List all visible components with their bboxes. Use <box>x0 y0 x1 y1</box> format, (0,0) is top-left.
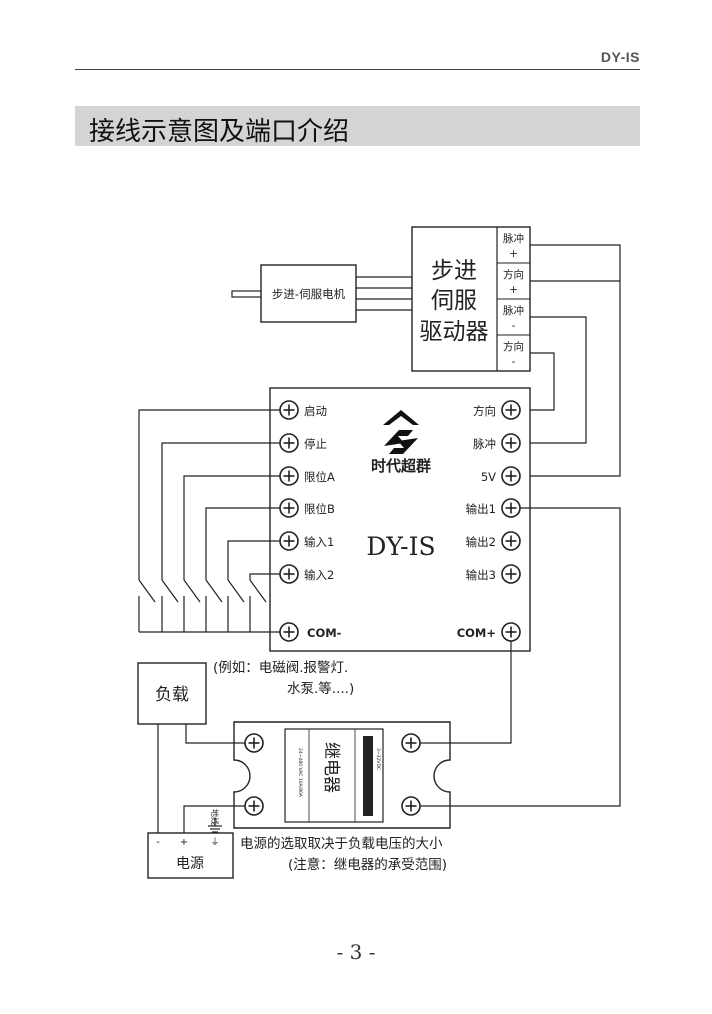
terminal-output-2[interactable] <box>501 531 521 551</box>
relay-terminal-com-plus[interactable] <box>401 733 421 753</box>
label-limit-b: 限位B <box>304 502 335 516</box>
terminal-output-1[interactable] <box>501 498 521 518</box>
terminal-limit-a[interactable] <box>279 466 299 486</box>
relay-terminal-power[interactable] <box>244 796 264 816</box>
load-note-line-1: (例如：电磁阀.报警灯. <box>213 660 348 676</box>
terminal-com-plus[interactable] <box>501 622 521 642</box>
relay-wiring <box>157 507 621 833</box>
label-limit-a: 限位A <box>304 470 335 484</box>
relay-spec-right: 3~32VDC <box>375 748 381 770</box>
terminal-output-3[interactable] <box>501 564 521 584</box>
label-direction: 方向 <box>473 404 496 418</box>
terminal-input-1[interactable] <box>279 531 299 551</box>
label-input-1: 输入1 <box>304 535 334 549</box>
motor-box <box>260 264 357 323</box>
label-input-2: 输入2 <box>304 568 334 582</box>
driver-port-1-sign: + <box>509 248 518 260</box>
power-supply: - + ⏚ 电源 地线 电源的选取取决于负载电压的大小 (注意：继电器的承受范围… <box>147 809 447 879</box>
driver-port-3-name: 脉冲 <box>503 304 524 317</box>
label-5v: 5V <box>481 470 496 484</box>
brand-name: 时代超群 <box>371 457 431 475</box>
power-minus-label: - <box>156 837 160 848</box>
driver-port-4-name: 方向 <box>503 340 524 353</box>
relay: 继电器 24~480 VAC 10A/80A 3~32VDC <box>233 721 451 829</box>
load-box <box>137 662 207 725</box>
load-label: 负载 <box>155 685 189 705</box>
controller-box <box>269 387 531 652</box>
controller-model: DY-IS <box>366 532 435 561</box>
driver-label-line-3: 驱动器 <box>420 319 489 345</box>
input-switch-wiring <box>138 409 280 633</box>
label-output-2: 输出2 <box>466 535 496 549</box>
document-code: DY-IS <box>600 49 640 65</box>
terminal-com-minus[interactable] <box>279 622 299 642</box>
section-title: 接线示意图及端口介绍 <box>89 117 350 147</box>
label-output-1: 输出1 <box>466 502 496 516</box>
label-com-minus: COM- <box>307 626 342 640</box>
load-note-line-2: 水泵.等....) <box>287 680 354 697</box>
brand-logo-icon <box>383 410 419 454</box>
power-box <box>147 832 234 879</box>
label-output-3: 输出3 <box>466 568 496 582</box>
terminal-direction[interactable] <box>501 400 521 420</box>
page-number: - 3 - <box>336 940 376 964</box>
terminal-input-2[interactable] <box>279 564 299 584</box>
motor-label: 步进-伺服电机 <box>272 287 346 301</box>
terminal-5v[interactable] <box>501 466 521 486</box>
label-pulse: 脉冲 <box>473 437 496 451</box>
relay-label: 继电器 <box>321 742 341 793</box>
terminal-limit-b[interactable] <box>279 498 299 518</box>
section-title-bar: 接线示意图及端口介绍 <box>75 106 640 147</box>
relay-terminal-output-1[interactable] <box>401 796 421 816</box>
label-stop: 停止 <box>304 437 327 451</box>
driver-port-1-name: 脉冲 <box>503 232 524 245</box>
driver-port-2-name: 方向 <box>503 268 524 281</box>
driver: 步进 伺服 驱动器 脉冲 + 方向 + 脉冲 - 方向 - <box>411 226 531 372</box>
driver-port-4-sign: - <box>512 356 516 368</box>
driver-label-line-1: 步进 <box>431 258 477 284</box>
relay-terminal-load[interactable] <box>244 733 264 753</box>
power-note-line-2: (注意：继电器的承受范围) <box>288 856 447 873</box>
motor: 步进-伺服电机 <box>231 264 357 323</box>
terminal-stop[interactable] <box>279 433 299 453</box>
driver-port-2-sign: + <box>509 284 518 296</box>
driver-controller-wires <box>521 244 621 477</box>
ground-label: 地线 <box>210 809 220 825</box>
header-rule <box>75 69 640 70</box>
terminal-start[interactable] <box>279 400 299 420</box>
label-com-plus: COM+ <box>457 626 496 640</box>
ground-icon: ⏚ <box>210 837 219 848</box>
driver-label-line-2: 伺服 <box>431 288 477 314</box>
motor-driver-wires <box>356 276 412 311</box>
terminal-pulse[interactable] <box>501 433 521 453</box>
relay-spec-left: 24~480 VAC 10A/80A <box>297 748 303 798</box>
label-start: 启动 <box>304 404 327 418</box>
driver-port-3-sign: - <box>512 320 516 332</box>
load: 负载 (例如：电磁阀.报警灯. 水泵.等....) <box>137 660 354 725</box>
power-note-line-1: 电源的选取取决于负载电压的大小 <box>240 836 443 852</box>
power-label: 电源 <box>176 856 204 872</box>
controller: 时代超群 DY-IS 启动 停止 限位A 限位B 输入1 输入2 COM- 方向… <box>269 387 531 652</box>
power-plus-label: + <box>180 837 188 848</box>
